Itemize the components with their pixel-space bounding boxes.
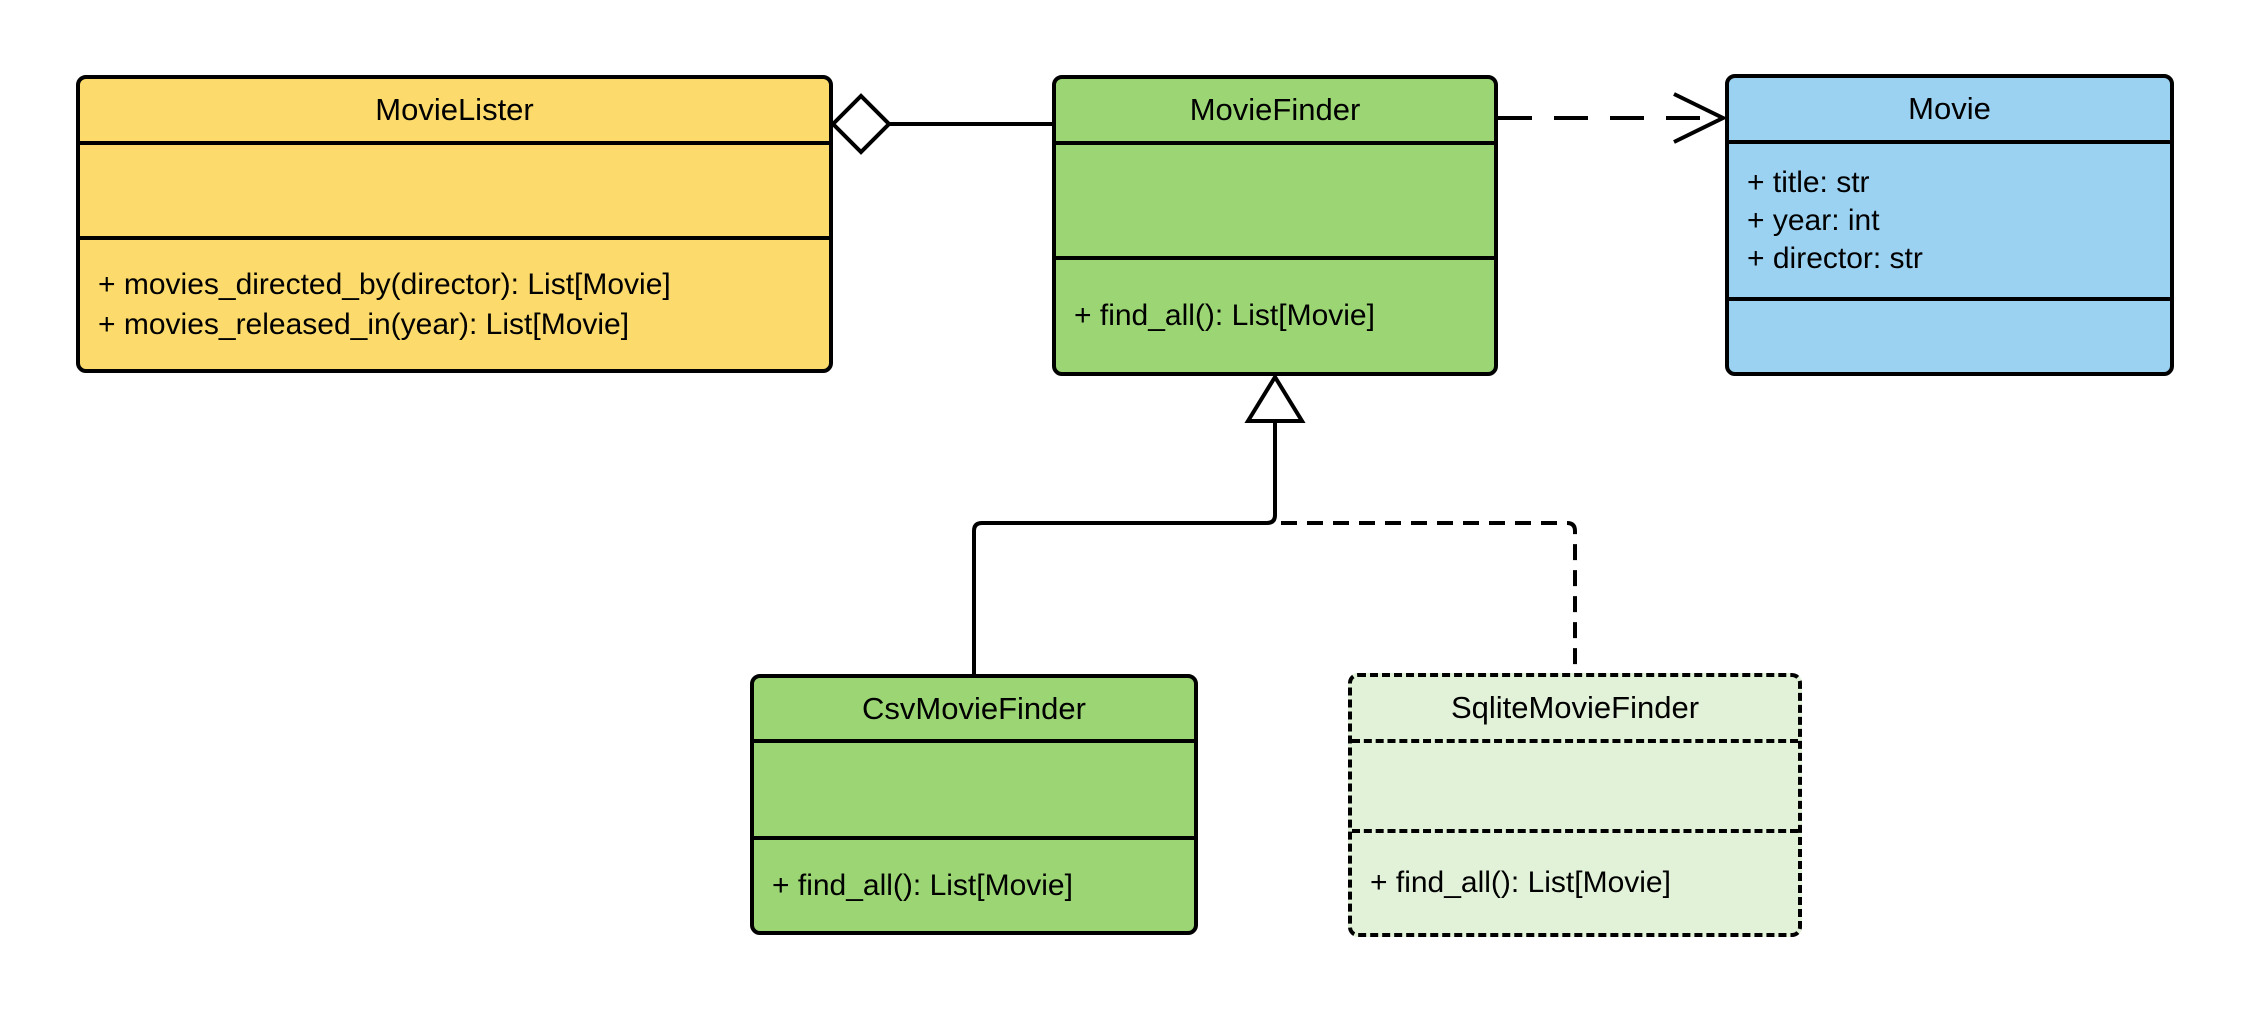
class-name: CsvMovieFinder	[754, 678, 1194, 743]
methods-compartment: + find_all(): List[Movie]	[1352, 833, 1798, 933]
methods-compartment: + find_all(): List[Movie]	[1056, 260, 1494, 372]
uml-method: + movies_directed_by(director): List[Mov…	[98, 267, 671, 301]
inheritance-csvmoviefinder-moviefinder	[972, 373, 1306, 674]
uml-attribute: + year: int	[1747, 203, 1880, 237]
inheritance-dashed-line	[1281, 521, 1577, 673]
class-box-movie: Movie + title: str + year: int + directo…	[1725, 74, 2174, 376]
uml-attribute: + director: str	[1747, 241, 1923, 275]
aggregation-movielister-moviefinder	[830, 93, 1052, 155]
uml-method: + find_all(): List[Movie]	[1074, 299, 1375, 332]
attributes-compartment	[1056, 145, 1494, 260]
class-name: Movie	[1729, 78, 2170, 144]
attributes-compartment	[80, 145, 829, 240]
inheritance-solid-line	[972, 421, 1277, 674]
uml-attribute: + title: str	[1747, 165, 1870, 199]
inheritance-triangle-icon	[1244, 373, 1306, 423]
class-name: MovieFinder	[1056, 79, 1494, 145]
uml-method: + movies_released_in(year): List[Movie]	[98, 307, 630, 341]
class-box-sqlitemoviefinder: SqliteMovieFinder + find_all(): List[Mov…	[1348, 673, 1802, 937]
attributes-compartment	[1352, 743, 1798, 833]
attributes-compartment	[754, 743, 1194, 840]
methods-compartment: + find_all(): List[Movie]	[754, 840, 1194, 931]
dependency-moviefinder-movie	[1498, 92, 1728, 144]
methods-compartment	[1729, 301, 2170, 372]
dependency-open-arrow-icon	[1673, 92, 1728, 144]
methods-compartment: + movies_directed_by(director): List[Mov…	[80, 240, 829, 369]
class-box-moviefinder: MovieFinder + find_all(): List[Movie]	[1052, 75, 1498, 376]
aggregation-diamond-icon	[830, 93, 892, 155]
class-box-movielister: MovieLister + movies_directed_by(directo…	[76, 75, 833, 373]
class-name: SqliteMovieFinder	[1352, 677, 1798, 743]
uml-method: + find_all(): List[Movie]	[1370, 866, 1671, 899]
inheritance-sqlitemoviefinder-moviefinder	[1281, 521, 1577, 673]
class-box-csvmoviefinder: CsvMovieFinder + find_all(): List[Movie]	[750, 674, 1198, 935]
uml-method: + find_all(): List[Movie]	[772, 868, 1073, 902]
class-name: MovieLister	[80, 79, 829, 145]
attributes-compartment: + title: str + year: int + director: str	[1729, 144, 2170, 301]
